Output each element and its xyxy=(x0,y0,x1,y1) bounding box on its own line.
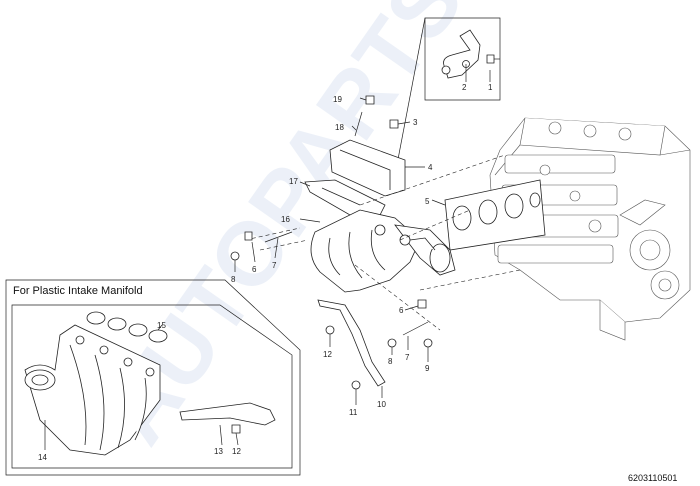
inset-title: For Plastic Intake Manifold xyxy=(13,285,143,297)
callout-7-left: 7 xyxy=(272,261,277,270)
callout-13: 13 xyxy=(214,447,223,456)
support-bracket xyxy=(317,299,386,387)
heat-shield xyxy=(304,139,406,216)
engine-block xyxy=(489,117,691,341)
callout-10: 10 xyxy=(377,400,386,409)
leader-lines xyxy=(44,70,491,450)
callout-4: 4 xyxy=(428,163,433,172)
bracket-detail-box xyxy=(394,17,501,176)
callout-15: 15 xyxy=(157,321,166,330)
assembly-lines xyxy=(244,154,521,331)
callout-18: 18 xyxy=(335,123,344,132)
callout-6-right: 6 xyxy=(399,306,404,315)
callout-16: 16 xyxy=(281,215,290,224)
callout-7-right: 7 xyxy=(405,353,410,362)
manifold-gasket xyxy=(444,179,546,251)
callout-labels: 1 2 19 18 3 4 17 16 5 6 7 8 6 7 8 9 12 1… xyxy=(38,83,493,462)
callout-11: 11 xyxy=(349,408,358,417)
exhaust-manifold xyxy=(310,209,456,293)
callout-5: 5 xyxy=(425,197,430,206)
callout-14: 14 xyxy=(38,453,47,462)
document-number: 6203110501 xyxy=(628,473,677,483)
callout-6-left: 6 xyxy=(252,265,257,274)
callout-17: 17 xyxy=(289,177,298,186)
fasteners xyxy=(230,95,433,390)
callout-9: 9 xyxy=(425,364,430,373)
callout-12-main: 12 xyxy=(323,350,332,359)
callout-3: 3 xyxy=(413,118,418,127)
callout-2: 2 xyxy=(462,83,467,92)
callout-8-left: 8 xyxy=(231,275,236,284)
plastic-manifold-inset: For Plastic Intake Manifold xyxy=(5,279,301,476)
callout-1: 1 xyxy=(488,83,493,92)
callout-8-right: 8 xyxy=(388,357,393,366)
callout-12-inset: 12 xyxy=(232,447,241,456)
callout-19: 19 xyxy=(333,95,342,104)
